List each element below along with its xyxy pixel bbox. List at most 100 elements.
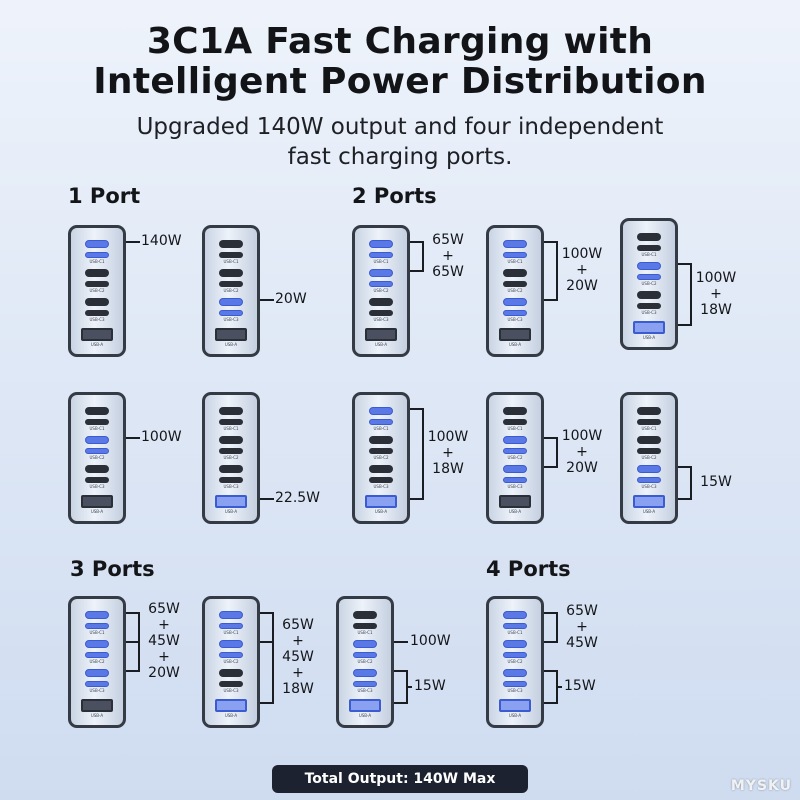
usb-c-port-inner [219,681,243,687]
connector-line [126,612,139,614]
connector-line [556,686,562,688]
usb-c-port [637,233,661,241]
usb-a-port [499,328,531,341]
port-label: USB-C3 [89,688,105,693]
usb-c-port [219,269,243,277]
power-label: + [158,617,170,633]
power-label: 100W [141,429,182,445]
usb-c-port [369,407,393,415]
power-label: 65W [432,231,464,248]
connector-line [544,466,557,468]
usb-c-port [85,240,109,248]
connector-line [394,670,407,672]
usb-c-port-inner [369,252,393,258]
connector-line [394,641,408,643]
usb-c-port-inner [353,681,377,687]
usb-c-port [503,465,527,473]
port-label: USB-C1 [641,426,657,431]
usb-c-port [353,640,377,648]
connector-line [138,612,140,672]
port-label: USB-C2 [89,659,105,664]
power-label: 65W [282,617,314,633]
power-label: + [710,285,722,302]
port-label: USB-A [374,342,388,347]
usb-c-port [85,640,109,648]
power-label: + [158,649,170,665]
page-title-line-2: Intelligent Power Distribution [93,61,707,102]
power-label: 15W [414,678,446,694]
port-label: USB-C3 [223,688,239,693]
usb-c-port [219,465,243,473]
usb-c-port [85,269,109,277]
port-label: USB-C2 [507,659,523,664]
connector-line [410,270,423,272]
connector-line [556,241,558,301]
usb-c-port [637,262,661,270]
power-label: + [442,445,454,461]
connector-line [544,612,557,614]
usb-c-port [85,298,109,306]
usb-c-port [219,407,243,415]
power-label: 18W [700,301,732,318]
usb-c-port [219,240,243,248]
usb-c-port-inner [219,419,243,425]
port-label: USB-C1 [357,630,373,635]
usb-c-port [369,298,393,306]
port-label: USB-A [224,509,238,514]
power-label: + [576,618,588,635]
usb-c-port-inner [353,652,377,658]
port-label: USB-A [90,342,104,347]
port-label: USB-C3 [507,317,523,322]
power-label: 20W [275,291,307,307]
port-label: USB-C2 [89,455,105,460]
port-label: USB-C2 [223,288,239,293]
power-label: 18W [282,681,314,697]
connector-line [394,702,407,704]
usb-c-port [85,436,109,444]
port-label: USB-C3 [641,310,657,315]
usb-c-port-inner [85,681,109,687]
usb-a-port [365,328,397,341]
usb-c-port [369,269,393,277]
section-heading-1-port: 1 Port [68,184,141,208]
usb-c-port-inner [219,652,243,658]
usb-c-port [219,640,243,648]
connector-line [260,641,273,643]
power-label: 15W [564,678,596,694]
usb-c-port [85,669,109,677]
port-label: USB-A [90,713,104,718]
usb-c-port [85,611,109,619]
usb-c-port [503,240,527,248]
usb-c-port [637,436,661,444]
power-label: 100W [561,246,603,262]
usb-a-port [81,699,113,712]
connector-line [556,437,558,468]
total-output-badge: Total Output: 140W Max [272,765,528,793]
port-label: USB-C3 [507,688,523,693]
port-label: USB-C1 [223,426,239,431]
port-label: USB-C1 [373,426,389,431]
connector-line [544,241,557,243]
port-label: USB-C2 [89,288,105,293]
port-label: USB-A [508,713,522,718]
usb-c-port [637,407,661,415]
port-label: USB-C3 [357,688,373,693]
port-label: USB-C3 [373,317,389,322]
usb-c-port-inner [503,623,527,629]
usb-c-port-inner [85,652,109,658]
section-heading-2-ports: 2 Ports [352,184,437,208]
port-label: USB-A [90,509,104,514]
port-label: USB-A [642,335,656,340]
connector-line [126,670,139,672]
power-label: 20W [566,278,598,294]
port-label: USB-C2 [357,659,373,664]
usb-c-port-inner [503,281,527,287]
port-label: USB-C2 [373,455,389,460]
connector-line [544,641,557,643]
connector-line [422,408,424,500]
connector-line [406,686,412,688]
usb-a-port [215,328,247,341]
connector-line [544,670,557,672]
